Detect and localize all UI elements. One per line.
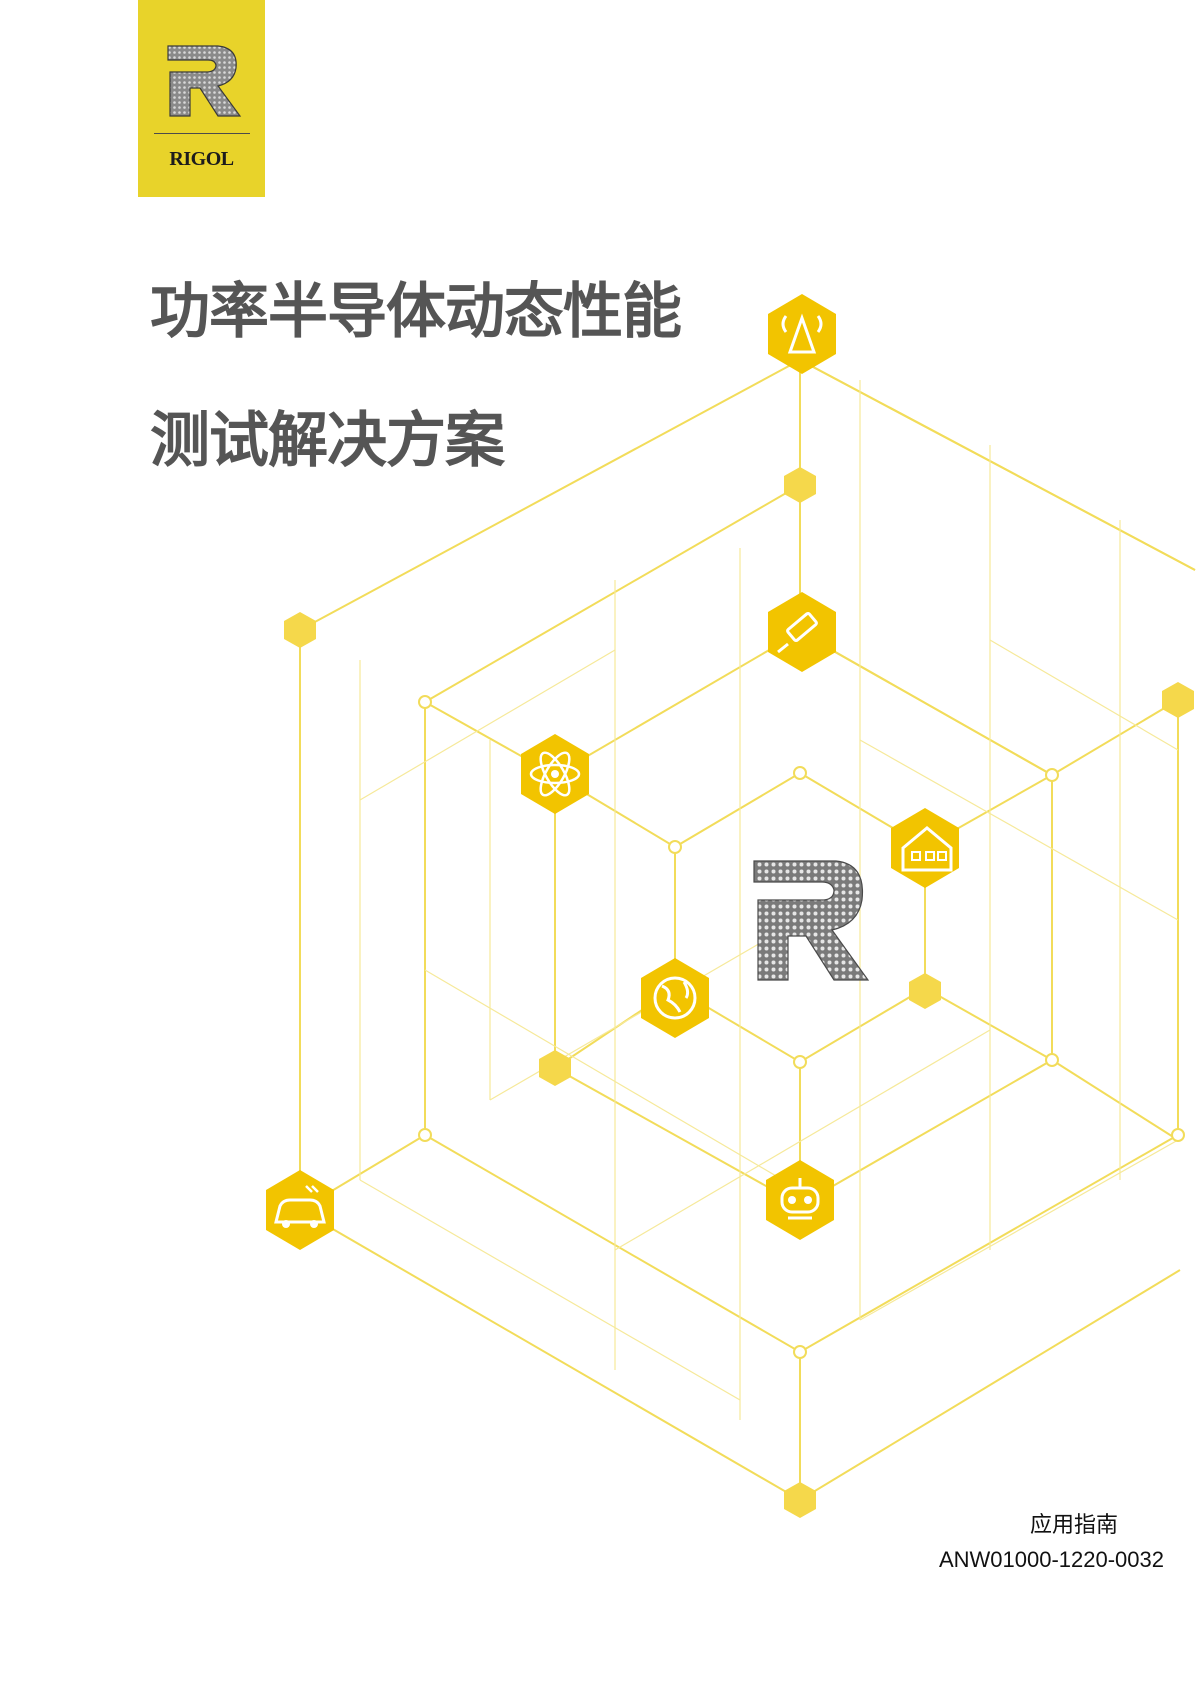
document-title-line-1: 功率半导体动态性能 bbox=[150, 277, 682, 347]
robot-icon bbox=[766, 1160, 834, 1240]
document-title-line-2: 测试解决方案 bbox=[150, 406, 505, 476]
document-number: ANW01000-1220-0032 bbox=[938, 1547, 1164, 1572]
brand-divider bbox=[154, 133, 250, 134]
document-type-label: 应用指南 bbox=[1029, 1513, 1118, 1538]
atom-icon bbox=[521, 734, 589, 814]
signal-tower-icon bbox=[768, 294, 836, 374]
globe-icon bbox=[641, 958, 709, 1038]
electric-car-icon bbox=[266, 1170, 334, 1250]
rigol-r-logo-icon bbox=[167, 45, 242, 117]
satellite-icon bbox=[768, 592, 836, 672]
smart-home-icon bbox=[891, 808, 959, 888]
central-rigol-r-logo-icon bbox=[753, 860, 870, 981]
brand-name: RIGOL bbox=[169, 148, 234, 170]
brand-logo-block: RIGOL bbox=[138, 0, 265, 197]
